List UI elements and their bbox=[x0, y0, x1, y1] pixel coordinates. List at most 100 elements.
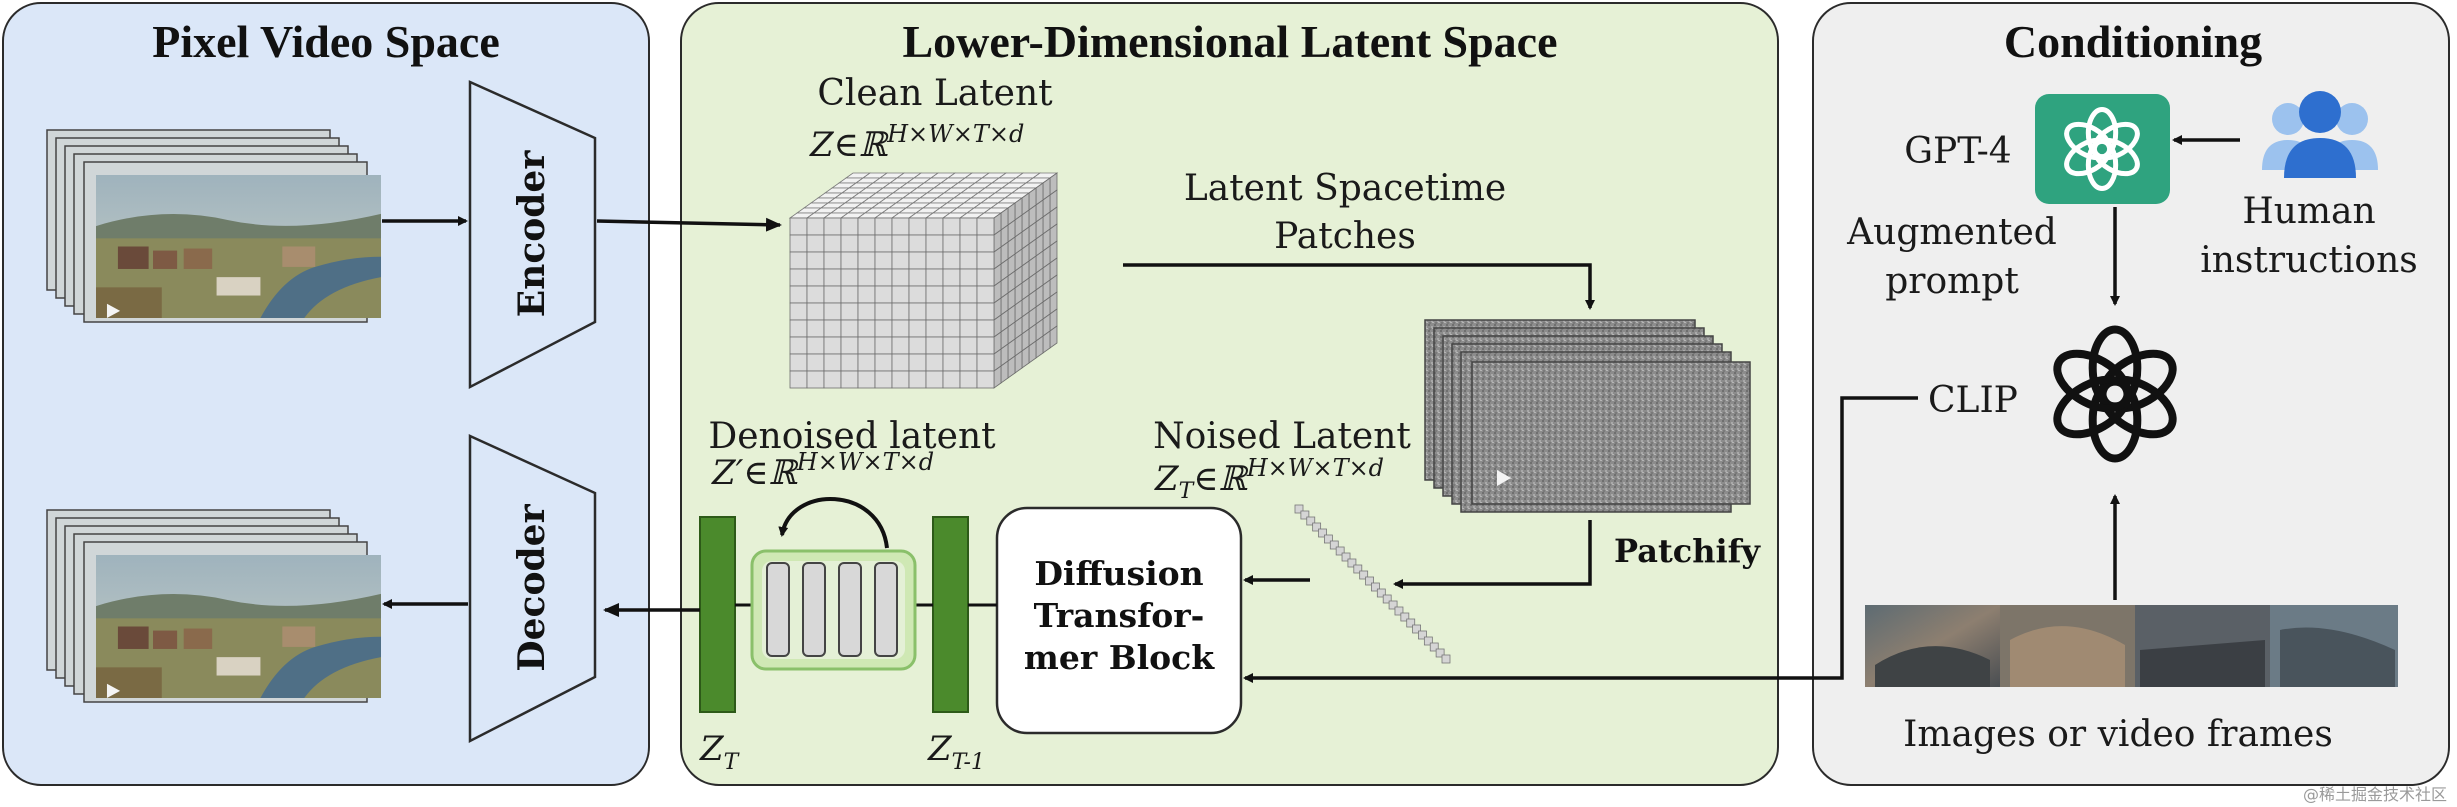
cube-front-cell bbox=[942, 217, 961, 236]
cube-front-cell bbox=[806, 336, 825, 355]
augmented-prompt-line1: Augmented bbox=[1846, 212, 2057, 253]
dit-label-line1: Diffusion bbox=[1034, 554, 1203, 593]
cube-front-cell bbox=[891, 353, 910, 372]
cube-front-cell bbox=[874, 319, 893, 338]
cube-front-cell bbox=[925, 336, 944, 355]
play-icon bbox=[1497, 470, 1511, 486]
cube-front-cell bbox=[959, 217, 978, 236]
cube-front-cell bbox=[891, 336, 910, 355]
pixel-video-space-title: Pixel Video Space bbox=[152, 16, 500, 67]
cube-front-cell bbox=[806, 319, 825, 338]
cube-front-cell bbox=[874, 268, 893, 287]
human-instructions-line1: Human bbox=[2242, 191, 2375, 232]
patch-token bbox=[1341, 552, 1351, 562]
cube-front-cell bbox=[874, 353, 893, 372]
cube-front-cell bbox=[874, 217, 893, 236]
cube-front-cell bbox=[908, 234, 927, 253]
cube-front-cell bbox=[891, 319, 910, 338]
cube-front-cell bbox=[840, 251, 859, 270]
cube-front-cell bbox=[976, 370, 995, 389]
gpt4-logo bbox=[2035, 94, 2170, 204]
cube-front-cell bbox=[823, 285, 842, 304]
cube-front-cell bbox=[925, 234, 944, 253]
cube-front-cell bbox=[959, 319, 978, 338]
cube-front-cell bbox=[874, 370, 893, 389]
patch-token bbox=[1312, 522, 1322, 532]
cube-front-cell bbox=[925, 353, 944, 372]
dit-label-line2: Transfor- bbox=[1034, 596, 1205, 635]
noised-latent-frames bbox=[1424, 319, 1751, 513]
clip-label: CLIP bbox=[1928, 380, 2018, 421]
patch-token bbox=[1382, 594, 1392, 604]
patch-token bbox=[1306, 516, 1316, 526]
cube-front-cell bbox=[908, 370, 927, 389]
cube-front-cell bbox=[891, 234, 910, 253]
cube-front-cell bbox=[823, 336, 842, 355]
knot-loop bbox=[2053, 349, 2132, 413]
cube-front-cell bbox=[806, 217, 825, 236]
cube-front-cell bbox=[942, 353, 961, 372]
cube-front-cell bbox=[874, 251, 893, 270]
cube-front-cell bbox=[857, 268, 876, 287]
cube-front-cell bbox=[925, 285, 944, 304]
arrow-encoder-to-latent bbox=[596, 217, 782, 232]
cube-front-cell bbox=[925, 251, 944, 270]
cube-front-cell bbox=[840, 285, 859, 304]
cube-front-cell bbox=[959, 251, 978, 270]
cube-front-cell bbox=[908, 336, 927, 355]
cube-front-cell bbox=[840, 319, 859, 338]
encoder-label: Encoder bbox=[511, 150, 553, 318]
cube-front-cell bbox=[806, 370, 825, 389]
latent-space-title: Lower-Dimensional Latent Space bbox=[902, 16, 1557, 67]
patch-token bbox=[1400, 612, 1410, 622]
cube-front-cell bbox=[789, 217, 808, 236]
zt1-latent-bar bbox=[932, 516, 969, 713]
gpt4-label: GPT-4 bbox=[1904, 131, 2011, 172]
cube-front-cell bbox=[857, 251, 876, 270]
patch-token bbox=[1394, 606, 1404, 616]
cube-front-cell bbox=[840, 370, 859, 389]
arrow-clip-to-dit bbox=[1243, 396, 1918, 683]
cube-front-cell bbox=[806, 285, 825, 304]
cube-front-cell bbox=[942, 319, 961, 338]
encoder-block: Encoder bbox=[468, 80, 597, 390]
patch-token bbox=[1435, 648, 1445, 658]
cube-front-cell bbox=[976, 319, 995, 338]
augmented-prompt-line2: prompt bbox=[1885, 261, 2019, 302]
patch-token bbox=[1423, 636, 1433, 646]
conditioning-image-strip bbox=[1865, 605, 2398, 687]
patch-token bbox=[1324, 534, 1333, 544]
noised-latent-formula: ZT∈ℝH×W×T×d bbox=[1154, 454, 1384, 504]
cube-front-cell bbox=[959, 370, 978, 389]
cube-front-cell bbox=[857, 285, 876, 304]
cube-front-cell bbox=[942, 336, 961, 355]
zt-label: ZT bbox=[699, 729, 741, 775]
cube-front-cell bbox=[925, 268, 944, 287]
zt-latent-bar bbox=[699, 516, 736, 713]
conditioning-title: Conditioning bbox=[2004, 16, 2262, 67]
patch-token bbox=[1388, 600, 1398, 610]
cube-front-cell bbox=[891, 285, 910, 304]
clip-logo bbox=[2053, 325, 2177, 463]
cube-front-cell bbox=[806, 353, 825, 372]
cube-front-cell bbox=[976, 268, 995, 287]
cube-front-cell bbox=[976, 251, 995, 270]
patch-token bbox=[1429, 642, 1439, 652]
cube-front-cell bbox=[840, 217, 859, 236]
cube-front-cell bbox=[942, 251, 961, 270]
cube-front-cell bbox=[823, 234, 842, 253]
cube-front-cell bbox=[942, 302, 961, 321]
cube-front-cell bbox=[942, 370, 961, 389]
patch-token bbox=[1294, 504, 1304, 514]
zt1-label: ZT-1 bbox=[927, 729, 985, 775]
cube-front-cell bbox=[806, 302, 825, 321]
cube-front-cell bbox=[942, 285, 961, 304]
cube-front-cell bbox=[789, 302, 808, 321]
cube-front-cell bbox=[976, 234, 995, 253]
cube-front-cell bbox=[925, 370, 944, 389]
patch-token bbox=[1371, 582, 1380, 592]
cube-front-cell bbox=[789, 268, 808, 287]
noised-latent-label: Noised Latent bbox=[1153, 416, 1411, 457]
cube-front-cell bbox=[908, 217, 927, 236]
